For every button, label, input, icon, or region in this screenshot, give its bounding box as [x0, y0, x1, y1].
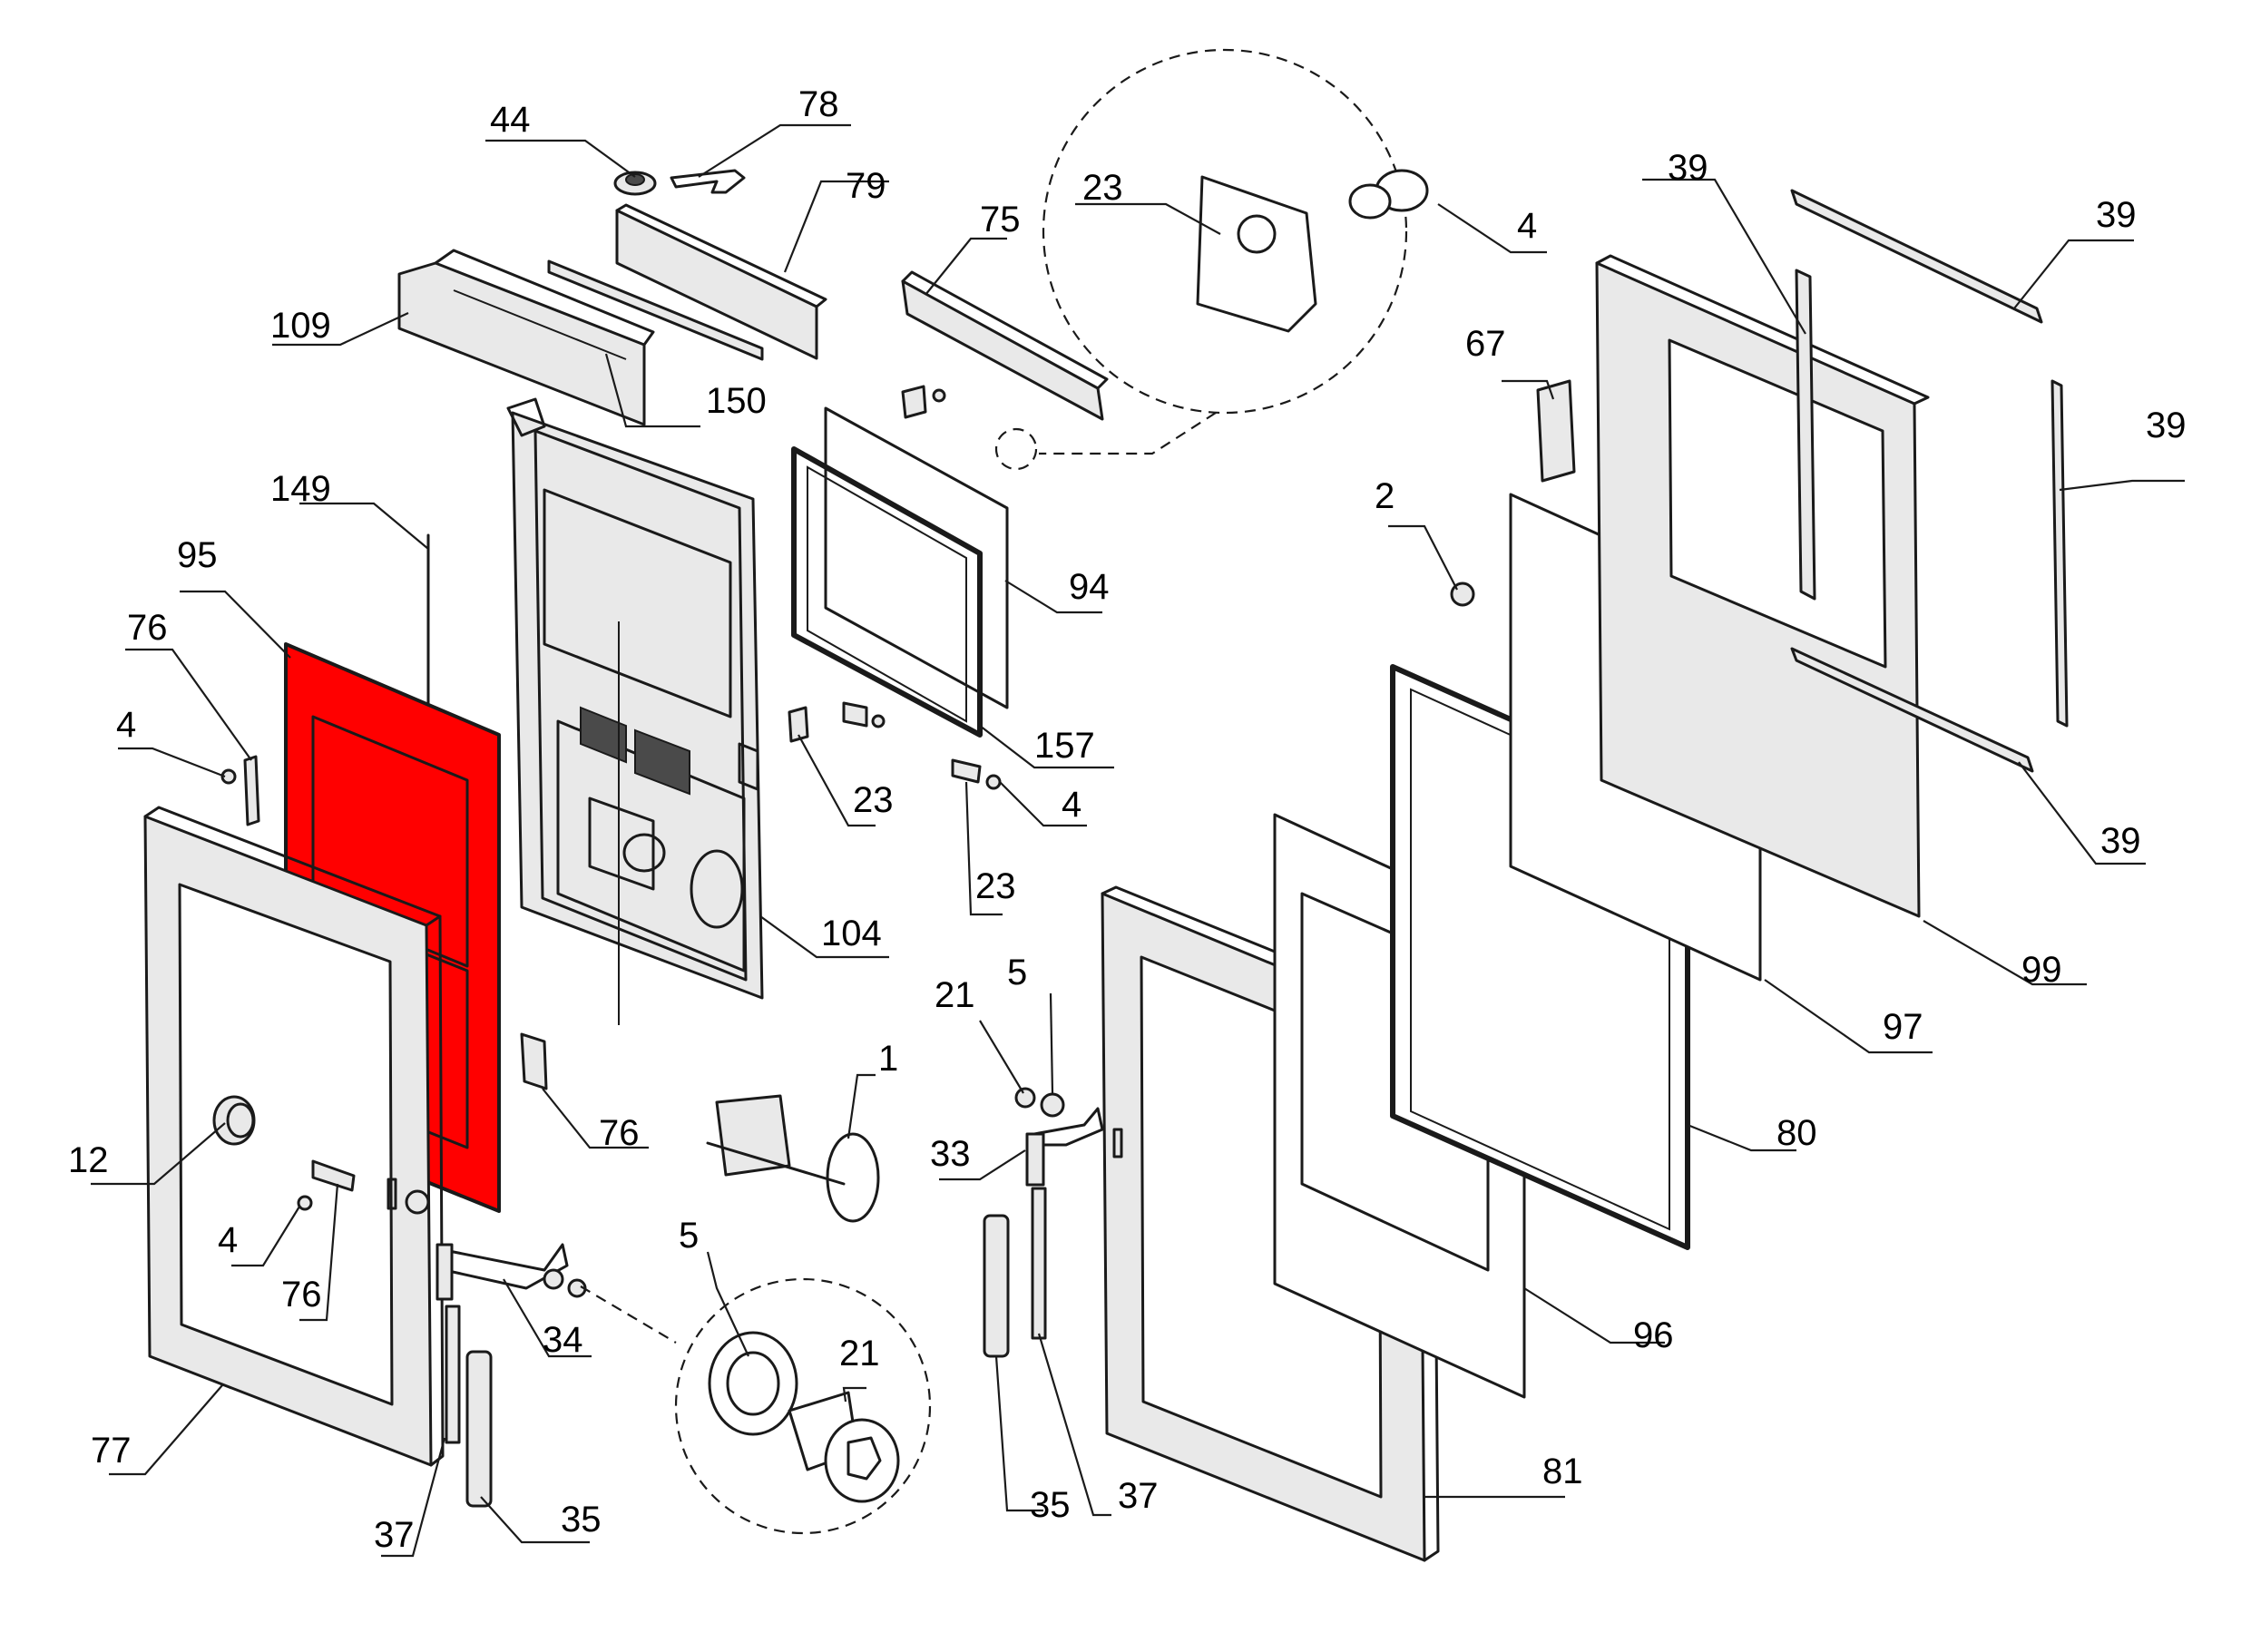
detail-circle-bottom	[580, 1277, 932, 1535]
callout-76-mid: 76	[599, 1113, 640, 1153]
part-1	[706, 1094, 880, 1223]
callout-97: 97	[1883, 1007, 1923, 1047]
callout-67: 67	[1465, 324, 1506, 364]
callout-76-top: 76	[127, 608, 168, 648]
part-109	[397, 249, 655, 426]
part-37-left	[445, 1305, 461, 1444]
callout-157: 157	[1034, 726, 1095, 766]
callout-79: 79	[846, 166, 886, 206]
callout-96: 96	[1633, 1315, 1674, 1355]
part-35-left	[465, 1350, 493, 1508]
callout-5-right: 5	[1007, 953, 1027, 992]
part-44	[613, 171, 657, 196]
part-79	[615, 203, 827, 360]
callout-76-low: 76	[281, 1275, 322, 1315]
callout-5-low: 5	[679, 1216, 699, 1256]
part-23-mid	[788, 701, 982, 784]
callout-4-top: 4	[1517, 206, 1537, 246]
part-76-lower	[311, 1159, 356, 1192]
part-21-right	[1014, 1087, 1065, 1118]
callout-99: 99	[2021, 950, 2062, 990]
callout-23-mid: 23	[853, 780, 894, 820]
part-75	[901, 270, 1109, 421]
callout-37-left: 37	[374, 1515, 415, 1555]
callout-150: 150	[706, 381, 767, 421]
callout-35-left: 35	[561, 1500, 602, 1540]
callout-77: 77	[91, 1431, 132, 1471]
callout-35-right: 35	[1030, 1485, 1071, 1525]
callout-109: 109	[270, 306, 331, 346]
callout-39-left: 39	[1668, 148, 1708, 188]
callout-21-low: 21	[839, 1334, 880, 1373]
part-34	[436, 1243, 587, 1301]
callout-23-top: 23	[1082, 168, 1123, 208]
part-99	[1595, 254, 1930, 918]
part-78	[670, 169, 746, 194]
callout-23-low: 23	[975, 866, 1016, 906]
part-77	[143, 806, 445, 1467]
part-37-right	[1031, 1187, 1047, 1340]
part-150	[547, 259, 764, 361]
callout-4-mid: 4	[1062, 785, 1081, 825]
detail-circle-top	[994, 48, 1429, 471]
callout-21-right: 21	[935, 975, 975, 1015]
callout-1: 1	[878, 1039, 898, 1079]
callout-39-bottom: 39	[2100, 821, 2141, 861]
callout-81: 81	[1542, 1452, 1583, 1491]
part-76-mid	[520, 1032, 548, 1090]
part-33	[1025, 1107, 1104, 1187]
callout-149: 149	[270, 469, 331, 509]
callout-44: 44	[490, 100, 531, 140]
callout-33: 33	[930, 1134, 971, 1174]
leader-lines	[91, 123, 2185, 1558]
callout-34: 34	[543, 1320, 583, 1360]
part-76-left	[243, 755, 260, 826]
part-94	[824, 406, 1009, 709]
part-35-right	[983, 1214, 1010, 1358]
callout-2: 2	[1375, 476, 1395, 516]
callout-75: 75	[980, 200, 1021, 239]
part-12	[212, 1095, 256, 1146]
part-23-top	[901, 385, 946, 419]
callout-95: 95	[177, 535, 218, 575]
part-39-strips	[1790, 189, 2069, 773]
callout-39-right: 39	[2146, 406, 2187, 445]
part-157	[791, 446, 983, 738]
callout-4-left: 4	[116, 705, 136, 745]
part-104	[506, 397, 764, 1000]
callout-94: 94	[1069, 567, 1110, 607]
part-67	[1536, 379, 1576, 483]
callout-12: 12	[68, 1140, 109, 1180]
callout-39-top: 39	[2096, 195, 2137, 235]
callout-labels: 44 78 79 75 23 4 39 39 39 39 109 150 67 …	[68, 84, 2187, 1555]
callout-37-right: 37	[1118, 1476, 1159, 1516]
callout-80: 80	[1776, 1113, 1817, 1153]
callout-4-low: 4	[218, 1220, 238, 1260]
callout-78: 78	[798, 84, 839, 124]
callout-104: 104	[821, 914, 882, 953]
